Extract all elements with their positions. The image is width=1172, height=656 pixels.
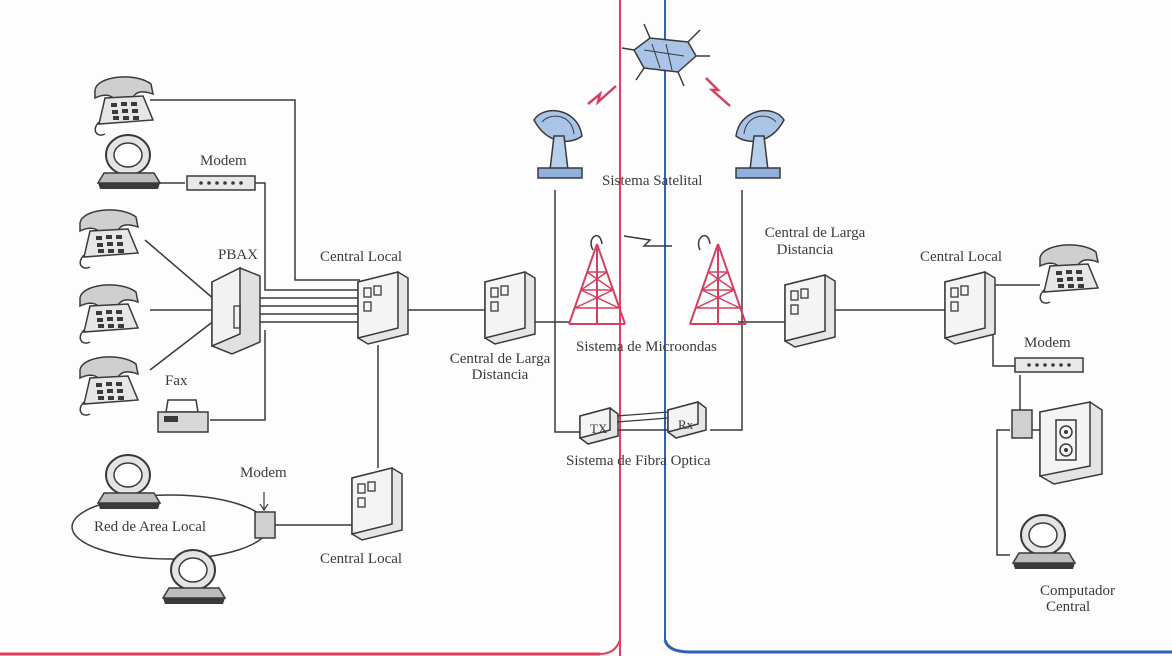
red-area-local-label: Red de Area Local <box>94 519 207 535</box>
tx-label: TX <box>590 421 608 436</box>
central-larga-distancia-right-label-1: Central de Larga <box>764 225 866 241</box>
fax-label: Fax <box>165 373 188 389</box>
sistema-satelital-label: Sistema Satelital <box>602 173 703 189</box>
desktop-computer-icon <box>97 454 161 510</box>
fiber-tx-icon <box>579 407 619 445</box>
satellite-dish-icon <box>735 109 785 179</box>
sistema-fibra-optica-label: Sistema de Fibra Optica <box>566 453 711 469</box>
sistema-microondas-label: Sistema de Microondas <box>576 339 717 355</box>
desktop-computer-icon <box>1012 514 1076 570</box>
computador-central-label-2: Central <box>1046 599 1091 615</box>
fax-icon <box>157 399 209 433</box>
desktop-computer-icon <box>162 549 226 605</box>
mainframe-icon <box>1039 401 1103 485</box>
modem-label: Modem <box>200 153 247 169</box>
telephone-icon <box>79 209 139 269</box>
lan-modem-icon <box>254 511 276 539</box>
modem-right-label: Modem <box>1024 335 1071 351</box>
telephone-icon <box>1039 244 1099 304</box>
modem-icon <box>186 175 256 191</box>
modem-icon <box>1014 357 1084 373</box>
uplink-red-icon <box>587 85 617 106</box>
central-local-right-cabinet-icon <box>944 271 996 345</box>
telephone-icon <box>79 356 139 416</box>
connection-lines <box>144 99 1040 556</box>
downlink-red-icon <box>705 77 731 107</box>
central-local-cabinet-icon <box>357 271 409 345</box>
central-larga-distancia-left-label-2: Distancia <box>471 367 529 383</box>
telephone-icon <box>79 284 139 344</box>
microwave-tower-icon <box>689 243 747 325</box>
terminal-switch-icon <box>1011 409 1033 439</box>
central-local-label: Central Local <box>320 249 403 265</box>
central-local-right-label: Central Local <box>920 249 1003 265</box>
desktop-computer-icon <box>97 134 161 190</box>
central-local-bottom-label: Central Local <box>320 551 403 567</box>
computador-central-label-1: Computador <box>1040 583 1115 599</box>
pbax-icon <box>211 266 261 355</box>
rx-label: Rx <box>678 417 694 432</box>
microwave-tower-icon <box>568 243 626 325</box>
pbax-label: PBAX <box>218 247 259 263</box>
satellite-dish-icon <box>533 109 583 179</box>
central-larga-distancia-right-cabinet-icon <box>784 274 836 348</box>
microwave-link-icon <box>623 235 672 247</box>
central-local-bottom-cabinet-icon <box>351 467 403 541</box>
fiber-rx-icon <box>667 401 707 439</box>
central-larga-distancia-right-label-2: Distancia <box>776 242 834 258</box>
central-larga-distancia-left-label-1: Central de Larga <box>449 351 551 367</box>
modem-lan-label: Modem <box>240 465 287 481</box>
blue-bottom-line <box>663 639 1172 654</box>
satellite-icon <box>621 23 710 87</box>
fiber-link-line <box>616 411 669 423</box>
telephone-icon <box>94 76 154 136</box>
central-larga-distancia-cabinet-icon <box>484 271 536 345</box>
